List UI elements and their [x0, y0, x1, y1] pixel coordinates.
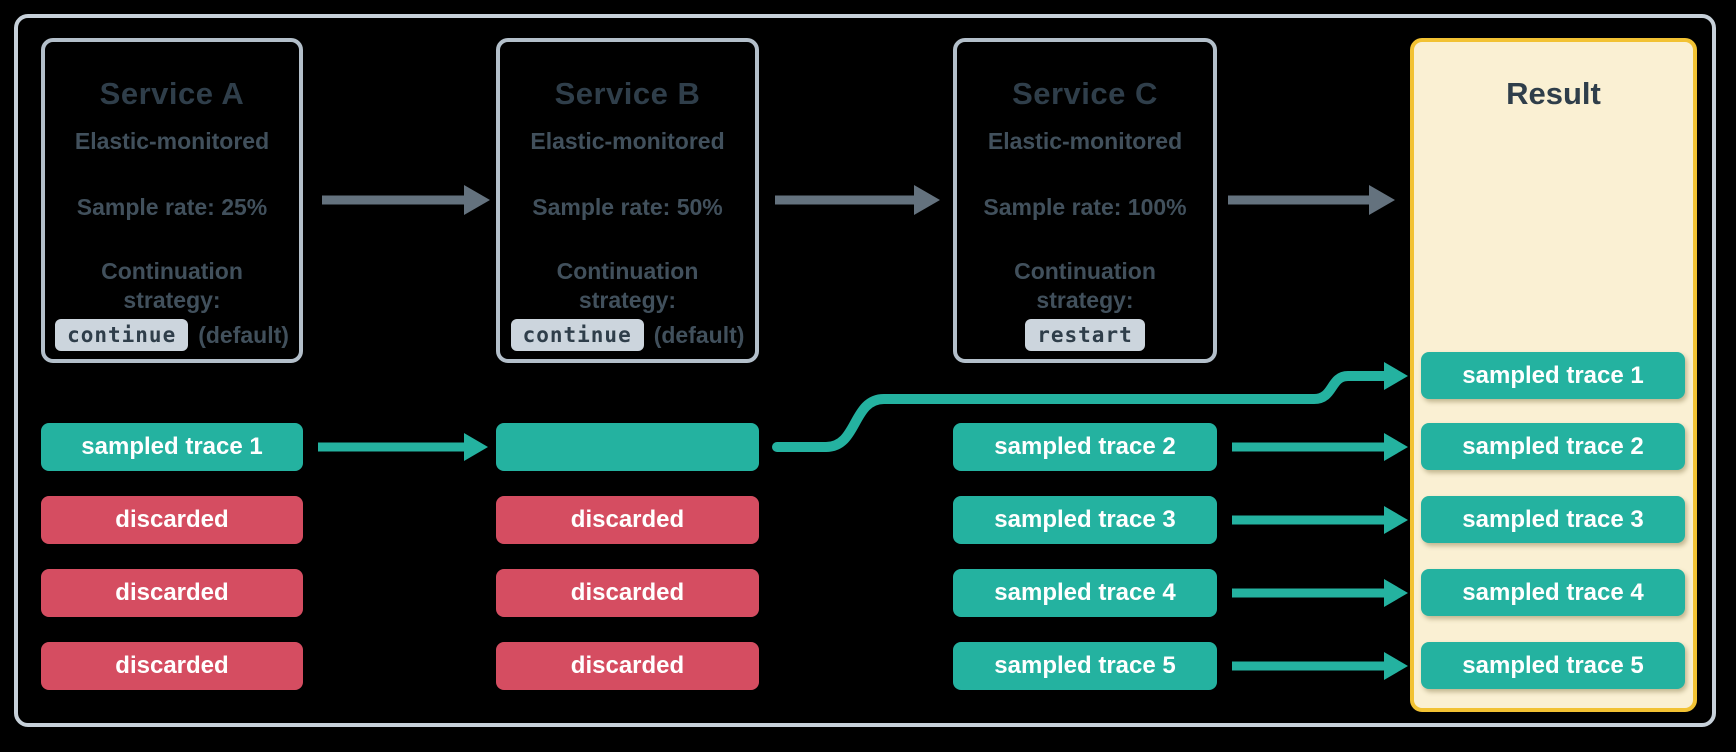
result-pill-sampled-4: sampled trace 4	[1421, 569, 1685, 616]
service-a-box: Service A Elastic-monitored Sample rate:…	[41, 38, 303, 363]
service-c-monitored: Elastic-monitored	[987, 128, 1183, 154]
result-pill-sampled-3: sampled trace 3	[1421, 496, 1685, 543]
trace-pill-a-discarded-2: discarded	[41, 569, 303, 617]
result-pill-sampled-1: sampled trace 1	[1421, 352, 1685, 399]
service-a-strategy-suffix: (default)	[198, 321, 289, 348]
service-a-continuation-label: Continuation strategy:	[101, 258, 243, 313]
trace-pill-c-sampled-2: sampled trace 2	[953, 423, 1217, 471]
service-a-sample-rate: Sample rate: 25%	[76, 194, 268, 220]
service-b-monitored: Elastic-monitored	[530, 128, 725, 154]
service-a-strategy-badge: continue	[55, 319, 189, 351]
service-c-strategy-row: restart	[1025, 319, 1145, 351]
trace-pill-a-sampled-1: sampled trace 1	[41, 423, 303, 471]
service-a-monitored: Elastic-monitored	[74, 128, 270, 154]
service-b-continuation-label: Continuation strategy:	[556, 258, 699, 313]
trace-pill-c-sampled-5: sampled trace 5	[953, 642, 1217, 690]
service-b-title: Service B	[554, 76, 701, 111]
service-c-continuation-label: Continuation strategy:	[1014, 258, 1156, 313]
service-c-strategy-badge: restart	[1025, 319, 1145, 351]
service-a-strategy-row: continue (default)	[55, 319, 289, 351]
service-a-title: Service A	[99, 76, 245, 111]
result-title: Result	[1506, 76, 1601, 111]
trace-pill-b-discarded-2: discarded	[496, 569, 759, 617]
service-b-strategy-badge: continue	[510, 319, 644, 351]
trace-pill-b-discarded-3: discarded	[496, 642, 759, 690]
trace-pill-b-sampled-blank	[496, 423, 759, 471]
trace-pill-a-discarded-1: discarded	[41, 496, 303, 544]
service-b-sample-rate: Sample rate: 50%	[532, 194, 723, 220]
result-pill-sampled-2: sampled trace 2	[1421, 423, 1685, 470]
service-c-title: Service C	[1012, 76, 1158, 111]
service-c-box: Service C Elastic-monitored Sample rate:…	[953, 38, 1217, 363]
trace-pill-c-sampled-3: sampled trace 3	[953, 496, 1217, 544]
trace-pill-a-discarded-3: discarded	[41, 642, 303, 690]
outer-frame	[14, 14, 1716, 727]
trace-pill-b-discarded-1: discarded	[496, 496, 759, 544]
result-pill-sampled-5: sampled trace 5	[1421, 642, 1685, 689]
service-c-sample-rate: Sample rate: 100%	[983, 194, 1187, 220]
service-b-box: Service B Elastic-monitored Sample rate:…	[496, 38, 759, 363]
service-b-strategy-suffix: (default)	[653, 321, 745, 348]
service-b-strategy-row: continue (default)	[510, 319, 745, 351]
trace-pill-c-sampled-4: sampled trace 4	[953, 569, 1217, 617]
